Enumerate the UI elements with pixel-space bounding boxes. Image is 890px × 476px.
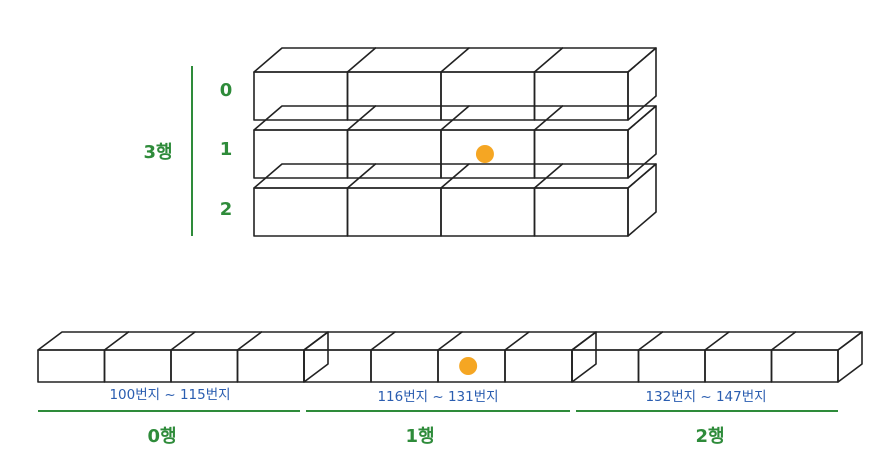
memory-segment-2 (571, 331, 863, 383)
grid-row-0-cell-1 (346, 71, 442, 121)
memory-segment-1-cell-3 (504, 349, 573, 383)
grid-row-1-top-divider-1 (346, 105, 377, 131)
row-index-label-1: 1 (220, 139, 233, 160)
memory-segment-0-top-divider-2 (170, 331, 196, 351)
grid-row-0-top-divider-2 (440, 47, 470, 73)
memory-row-label-2: 2행 (695, 426, 724, 447)
grid-row-2-top-divider-3 (533, 163, 564, 189)
grid-row-2-top-divider-1 (346, 163, 377, 189)
memory-segment-1-top-divider-3 (504, 331, 530, 351)
grid-row-1-cell-0 (253, 129, 349, 179)
address-range-row-0: 100번지 ~ 115번지 (109, 387, 230, 403)
memory-segment-2-top-divider-1 (637, 331, 664, 351)
2d-array-grid (253, 47, 657, 237)
memory-segment-1-cell-1 (370, 349, 439, 383)
grid-row-2-cell-0 (253, 187, 349, 237)
grid-row-2-cell-3 (533, 187, 629, 237)
grid-row-1-cell-3 (533, 129, 629, 179)
row-index-label-2: 2 (220, 199, 233, 220)
memory-segment-2-cell-2 (704, 349, 773, 383)
memory-segment-1-cell-0 (303, 349, 372, 383)
memory-segment-2-side-face (837, 331, 863, 383)
selected-element-dot (475, 145, 494, 163)
grid-row-0-cell-0 (253, 71, 349, 121)
memory-segment-1 (303, 331, 597, 383)
selected-memory-dot (459, 357, 478, 375)
grid-row-2-cell-2 (440, 187, 536, 237)
memory-segment-2-top-divider-3 (770, 331, 797, 351)
address-range-row-1: 116번지 ~ 131번지 (377, 389, 498, 405)
grid-row-1-cell-1 (346, 129, 442, 179)
memory-segment-0-cell-3 (236, 349, 305, 383)
memory-segment-0-cell-2 (170, 349, 239, 383)
memory-row-label-1: 1행 (405, 426, 434, 447)
memory-row-label-0: 0행 (147, 426, 176, 447)
memory-segment-2-top-divider-2 (704, 331, 730, 351)
memory-segment-0-cell-1 (103, 349, 172, 383)
grid-row-0 (253, 47, 657, 121)
grid-row-0-top-divider-3 (533, 47, 564, 73)
grid-row-0-cell-3 (533, 71, 629, 121)
memory-segment-0-top-divider-1 (103, 331, 130, 351)
memory-segment-2-cell-0 (571, 349, 640, 383)
rows-count-label: 3행 (143, 142, 172, 163)
grid-row-1-top-divider-2 (440, 105, 470, 131)
grid-row-1-top-divider-3 (533, 105, 564, 131)
grid-row-2-top-divider-2 (440, 163, 470, 189)
grid-row-2 (253, 163, 657, 237)
address-range-row-2: 132번지 ~ 147번지 (645, 389, 766, 405)
memory-segment-2-cell-1 (637, 349, 706, 383)
memory-segment-1-side-face (571, 331, 597, 383)
memory-segment-0 (37, 331, 329, 383)
memory-segment-0-cell-0 (37, 349, 106, 383)
row-index-label-0: 0 (220, 80, 233, 101)
memory-segment-1-top-divider-1 (370, 331, 396, 351)
grid-row-0-top-divider-1 (346, 47, 377, 73)
linear-memory-strip (37, 331, 863, 383)
memory-segment-0-top-divider-3 (236, 331, 263, 351)
grid-row-1 (253, 105, 657, 179)
grid-row-2-cell-1 (346, 187, 442, 237)
memory-segment-2-cell-3 (770, 349, 839, 383)
memory-segment-1-top-divider-2 (437, 331, 463, 351)
memory-segment-0-side-face (303, 331, 329, 383)
grid-row-0-cell-2 (440, 71, 536, 121)
